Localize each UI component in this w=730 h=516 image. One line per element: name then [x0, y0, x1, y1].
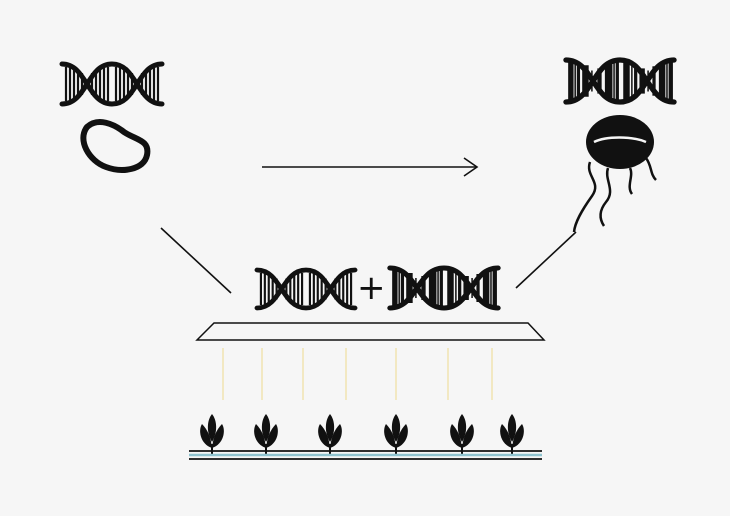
crop-row — [199, 413, 525, 455]
bacterium-dna-icon — [566, 60, 674, 102]
combined-plant-dna-icon — [257, 270, 355, 308]
seedling-icon — [383, 413, 409, 455]
bacterium-icon — [572, 115, 657, 233]
seedling-icon — [253, 413, 279, 455]
seedling-icon — [199, 413, 225, 455]
right-connector — [515, 231, 577, 289]
bean-seed-icon — [80, 119, 151, 173]
plus-sign: + — [357, 268, 386, 308]
seedling-icon — [499, 413, 525, 455]
left-connector — [160, 227, 232, 294]
plant-dna-icon — [62, 64, 162, 104]
soil-ground — [189, 450, 542, 460]
seedling-icon — [317, 413, 343, 455]
seedling-icon — [449, 413, 475, 455]
spray-lines — [222, 348, 493, 400]
combined-bacterium-dna-icon — [390, 268, 498, 308]
process-arrow — [262, 157, 479, 177]
applicator-plate-icon — [195, 322, 546, 341]
